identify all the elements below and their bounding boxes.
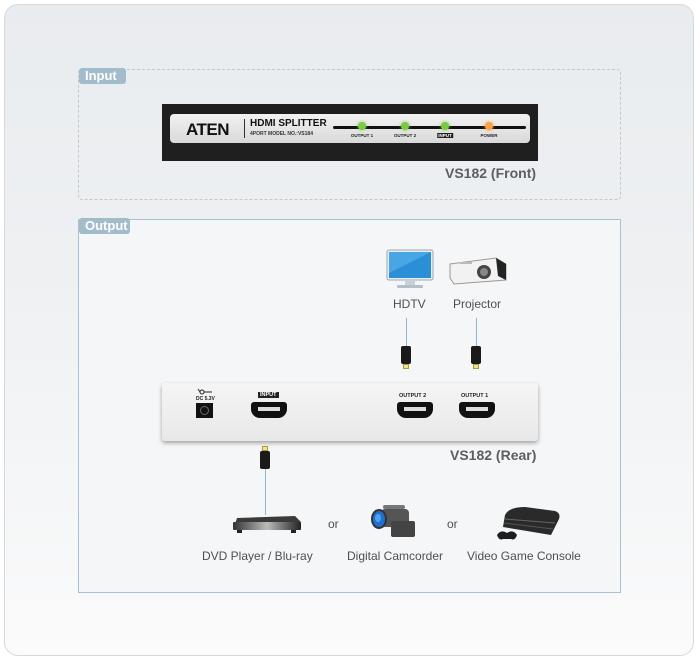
port-label-input: INPUT xyxy=(258,392,279,398)
led-bar xyxy=(333,126,526,129)
aten-logo: ATEN xyxy=(186,120,230,139)
dc-power-icon xyxy=(197,388,212,395)
hdtv-plug-icon xyxy=(401,346,411,364)
projector-plug-tip xyxy=(473,364,479,369)
output-label-hdtv: HDTV xyxy=(393,297,426,311)
projector-plug-icon xyxy=(471,346,481,364)
led-input-icon xyxy=(441,122,449,130)
led-power-icon xyxy=(485,122,493,130)
camcorder-icon xyxy=(371,505,415,537)
projector-cable xyxy=(476,318,477,346)
output-label-projector: Projector xyxy=(453,297,502,311)
front-faceplate: ATEN HDMI SPLITTER 4PORT MODEL NO.:VS184… xyxy=(170,114,530,143)
source-plug-tip xyxy=(262,446,268,451)
hdmi-port-input xyxy=(251,402,287,418)
source-label-camcorder: Digital Camcorder xyxy=(347,549,444,563)
or-separator: or xyxy=(328,517,339,531)
hdmi-port-output2 xyxy=(397,402,433,418)
front-caption: VS182 (Front) xyxy=(445,165,537,181)
game-console-icon xyxy=(497,507,560,540)
product-name: HDMI SPLITTER xyxy=(250,118,327,129)
led-output1-icon xyxy=(358,122,366,130)
input-section-label: Input xyxy=(79,68,126,84)
led-label: OUTPUT 1 xyxy=(350,133,374,138)
source-plug-icon xyxy=(260,451,270,469)
hdtv-cable xyxy=(406,318,407,346)
led-label: OUTPUT 2 xyxy=(393,133,417,138)
led-label: INPUT xyxy=(437,133,453,138)
hdmi-port-output1 xyxy=(459,402,495,418)
hdtv-plug-tip xyxy=(403,364,409,369)
power-label: DC 5.3V xyxy=(196,396,215,402)
port-label-output1: OUTPUT 1 xyxy=(461,393,489,399)
port-label-output2: OUTPUT 2 xyxy=(399,393,427,399)
dc-jack xyxy=(196,403,213,418)
source-cable xyxy=(265,469,266,515)
logo-divider xyxy=(244,119,245,138)
dvd-player-icon xyxy=(233,516,301,533)
hdtv-icon xyxy=(386,249,434,288)
input-section xyxy=(78,69,621,200)
output-section-label: Output xyxy=(79,218,130,234)
projector-icon xyxy=(449,257,507,285)
source-label-dvd: DVD Player / Blu-ray xyxy=(202,549,313,563)
vs182-front-panel: ATEN HDMI SPLITTER 4PORT MODEL NO.:VS184… xyxy=(162,104,538,161)
or-separator: or xyxy=(447,517,458,531)
source-label-console: Video Game Console xyxy=(467,549,581,563)
rear-caption: VS182 (Rear) xyxy=(450,447,537,463)
led-label: POWER xyxy=(480,133,498,138)
model-number: 4PORT MODEL NO.:VS184 xyxy=(250,131,313,137)
led-output2-icon xyxy=(401,122,409,130)
